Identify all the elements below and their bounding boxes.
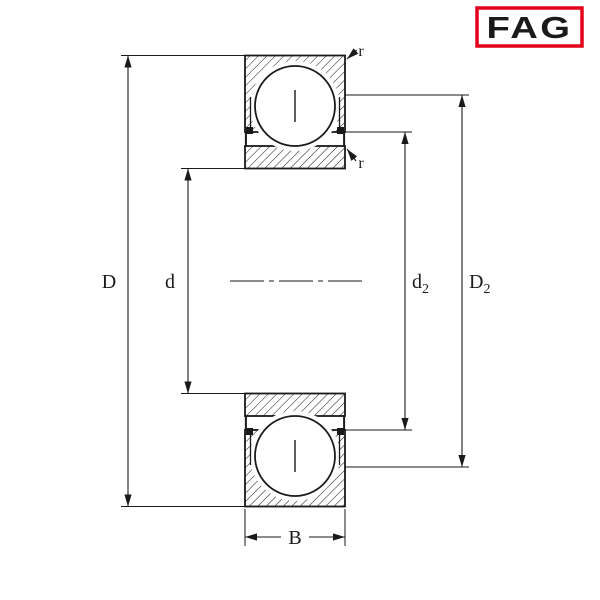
dimension-lines	[124, 48, 466, 541]
leader-r-inner	[346, 148, 358, 162]
dimension-label-group: D d d2 D2 B r r	[102, 43, 491, 549]
bearing-lower-section	[244, 392, 346, 508]
dim-label-bore: d	[165, 271, 175, 293]
dim-label-seal-land-outer: D2	[469, 271, 490, 297]
bearing-upper-section	[244, 54, 346, 170]
seal-anchor-left-upper	[246, 127, 253, 134]
seal-anchor-left-lower	[246, 428, 253, 435]
dim-label-width: B	[288, 527, 301, 549]
seal-anchor-right-upper	[337, 127, 344, 134]
dim-label-outer-diameter: D	[102, 271, 116, 293]
dim-label-chamfer-top: r	[358, 43, 364, 60]
fag-logo: FAG	[475, 6, 584, 48]
seal-anchor-right-lower	[337, 428, 344, 435]
fag-logo-text: FAG	[487, 10, 573, 45]
extension-lines	[121, 55, 469, 546]
dim-label-seal-land-inner: d2	[412, 271, 429, 297]
dim-label-chamfer-inner: r	[358, 155, 364, 172]
fag-logo-border	[475, 6, 584, 48]
leader-r-top	[346, 48, 359, 60]
